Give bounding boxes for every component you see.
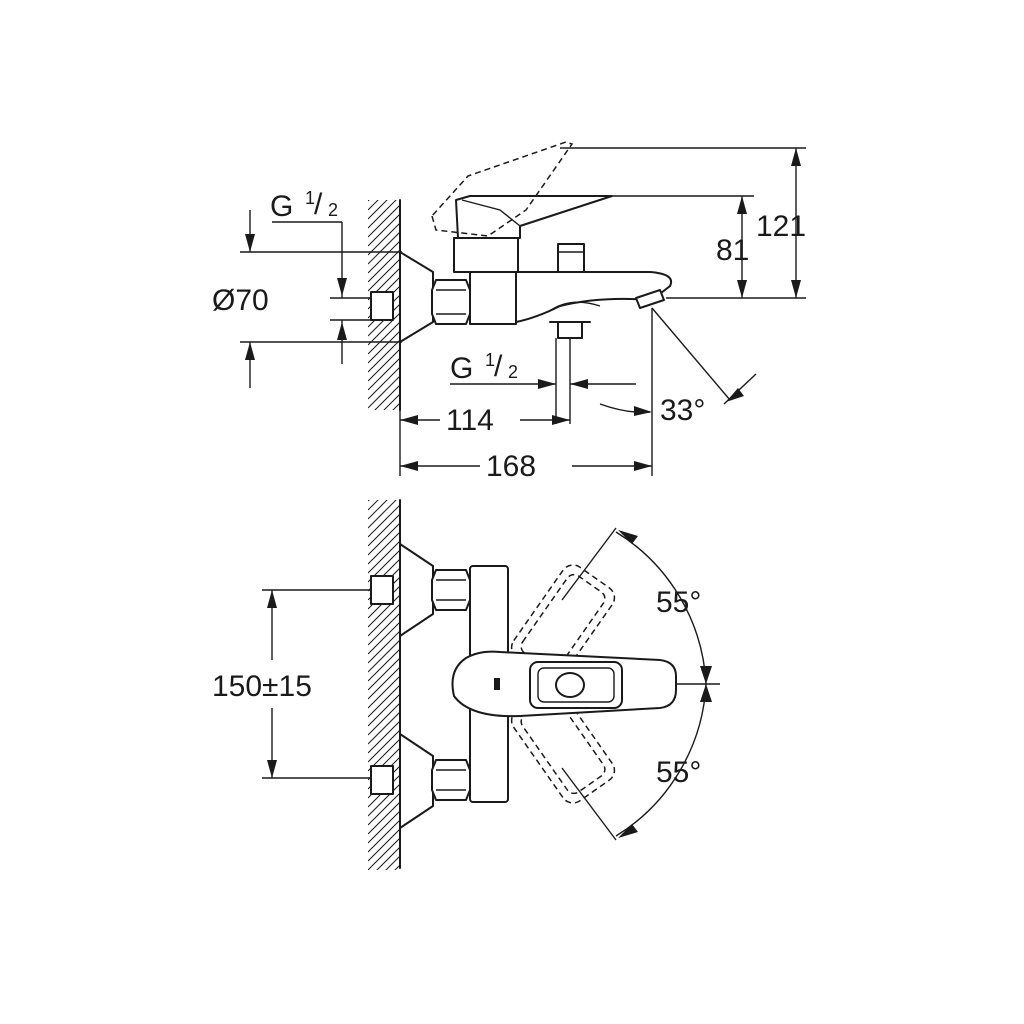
- angle-55-down-label: 55°: [656, 756, 701, 789]
- lever-handle-open-dashed: [431, 141, 574, 237]
- svg-text:2: 2: [508, 362, 518, 382]
- angle-55-up-label: 55°: [656, 586, 701, 619]
- aerator-side: [635, 289, 665, 309]
- escutcheon-top-upper: [399, 543, 434, 637]
- dim-81-label: 81: [716, 234, 749, 267]
- lever-handle-side: [455, 195, 613, 239]
- dim-114-label: 114: [446, 404, 494, 437]
- thread-bottom-label: G: [450, 352, 473, 385]
- escutcheon-top-lower: [399, 733, 434, 829]
- spout-side: [515, 271, 672, 323]
- dim-168-label: 168: [486, 450, 536, 483]
- svg-text:2: 2: [328, 200, 338, 220]
- angle-arc-down: [615, 683, 707, 837]
- top-view: 150±15 55° 55°: [212, 499, 720, 870]
- union-nut-upper: [431, 569, 471, 611]
- escutcheon-side: [399, 251, 434, 343]
- thread-top-label: G: [270, 190, 293, 223]
- svg-text:1: 1: [485, 350, 495, 370]
- diameter-label: Ø70: [212, 284, 269, 317]
- svg-text:/: /: [314, 188, 323, 221]
- dim-121-label: 121: [756, 210, 806, 243]
- diverter-knob-side: [557, 243, 585, 273]
- svg-text:/: /: [494, 350, 503, 383]
- angle-arc-up: [615, 531, 707, 685]
- pipe-stub-upper: [370, 575, 394, 605]
- angle-33-label: 33°: [660, 394, 705, 427]
- union-nut-side: [431, 279, 471, 325]
- union-nut-lower: [431, 759, 471, 801]
- pipe-stub-side: [370, 291, 394, 321]
- shower-outlet-side: [557, 321, 583, 339]
- handle-indicator: [494, 678, 500, 690]
- side-view: 121 81 G 1 / 2 Ø70 G 1 / 2: [212, 141, 806, 483]
- cartridge-housing-side: [453, 237, 519, 273]
- handle-button: [555, 672, 585, 698]
- pipe-stub-lower: [370, 765, 394, 795]
- wall-hatch-top: [368, 500, 400, 870]
- mixer-body-side: [469, 271, 517, 325]
- svg-text:1: 1: [305, 188, 315, 208]
- dim-150-label: 150±15: [212, 670, 312, 703]
